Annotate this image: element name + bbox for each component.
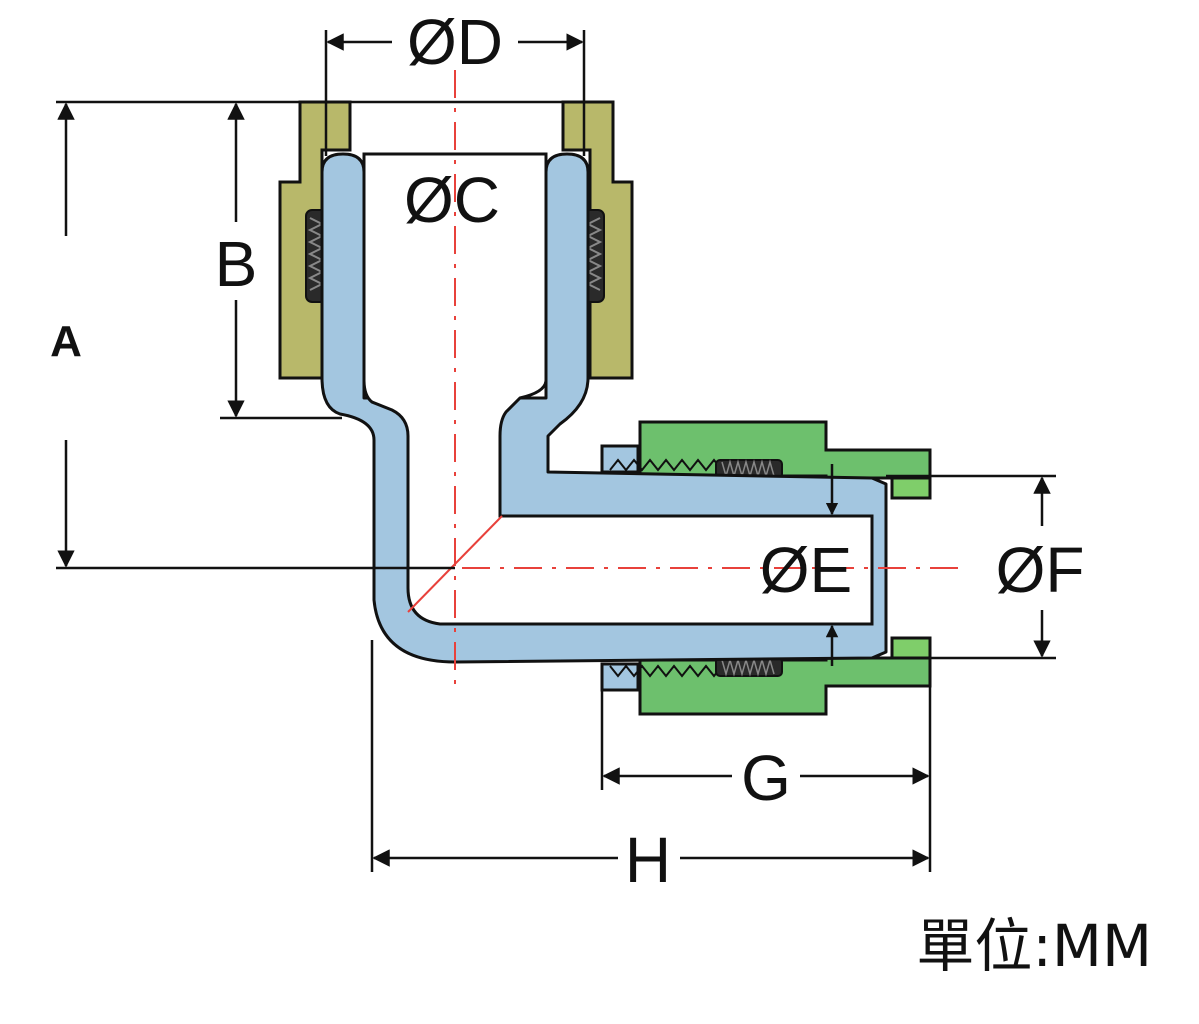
label-h: H bbox=[625, 824, 671, 896]
label-a: A bbox=[50, 317, 82, 366]
diagonal-centerline bbox=[407, 515, 503, 613]
side-thread-upper bbox=[609, 458, 723, 472]
label-phi-e: ØE bbox=[760, 534, 852, 606]
side-thread-lower bbox=[609, 664, 723, 678]
centerlines bbox=[407, 70, 960, 684]
label-g: G bbox=[741, 742, 791, 814]
label-phi-c: ØC bbox=[404, 164, 500, 236]
side-washer-upper bbox=[600, 444, 640, 474]
side-end-cap-upper bbox=[872, 476, 932, 500]
label-b: B bbox=[215, 228, 258, 300]
label-phi-f: ØF bbox=[996, 534, 1085, 606]
pipe-body bbox=[320, 152, 888, 664]
pipe-bore bbox=[362, 152, 874, 626]
label-phi-d: ØD bbox=[407, 6, 503, 78]
dimensions bbox=[56, 30, 1056, 872]
side-washer-lower bbox=[600, 662, 640, 692]
unit-label: 單位:MM bbox=[916, 912, 1152, 980]
